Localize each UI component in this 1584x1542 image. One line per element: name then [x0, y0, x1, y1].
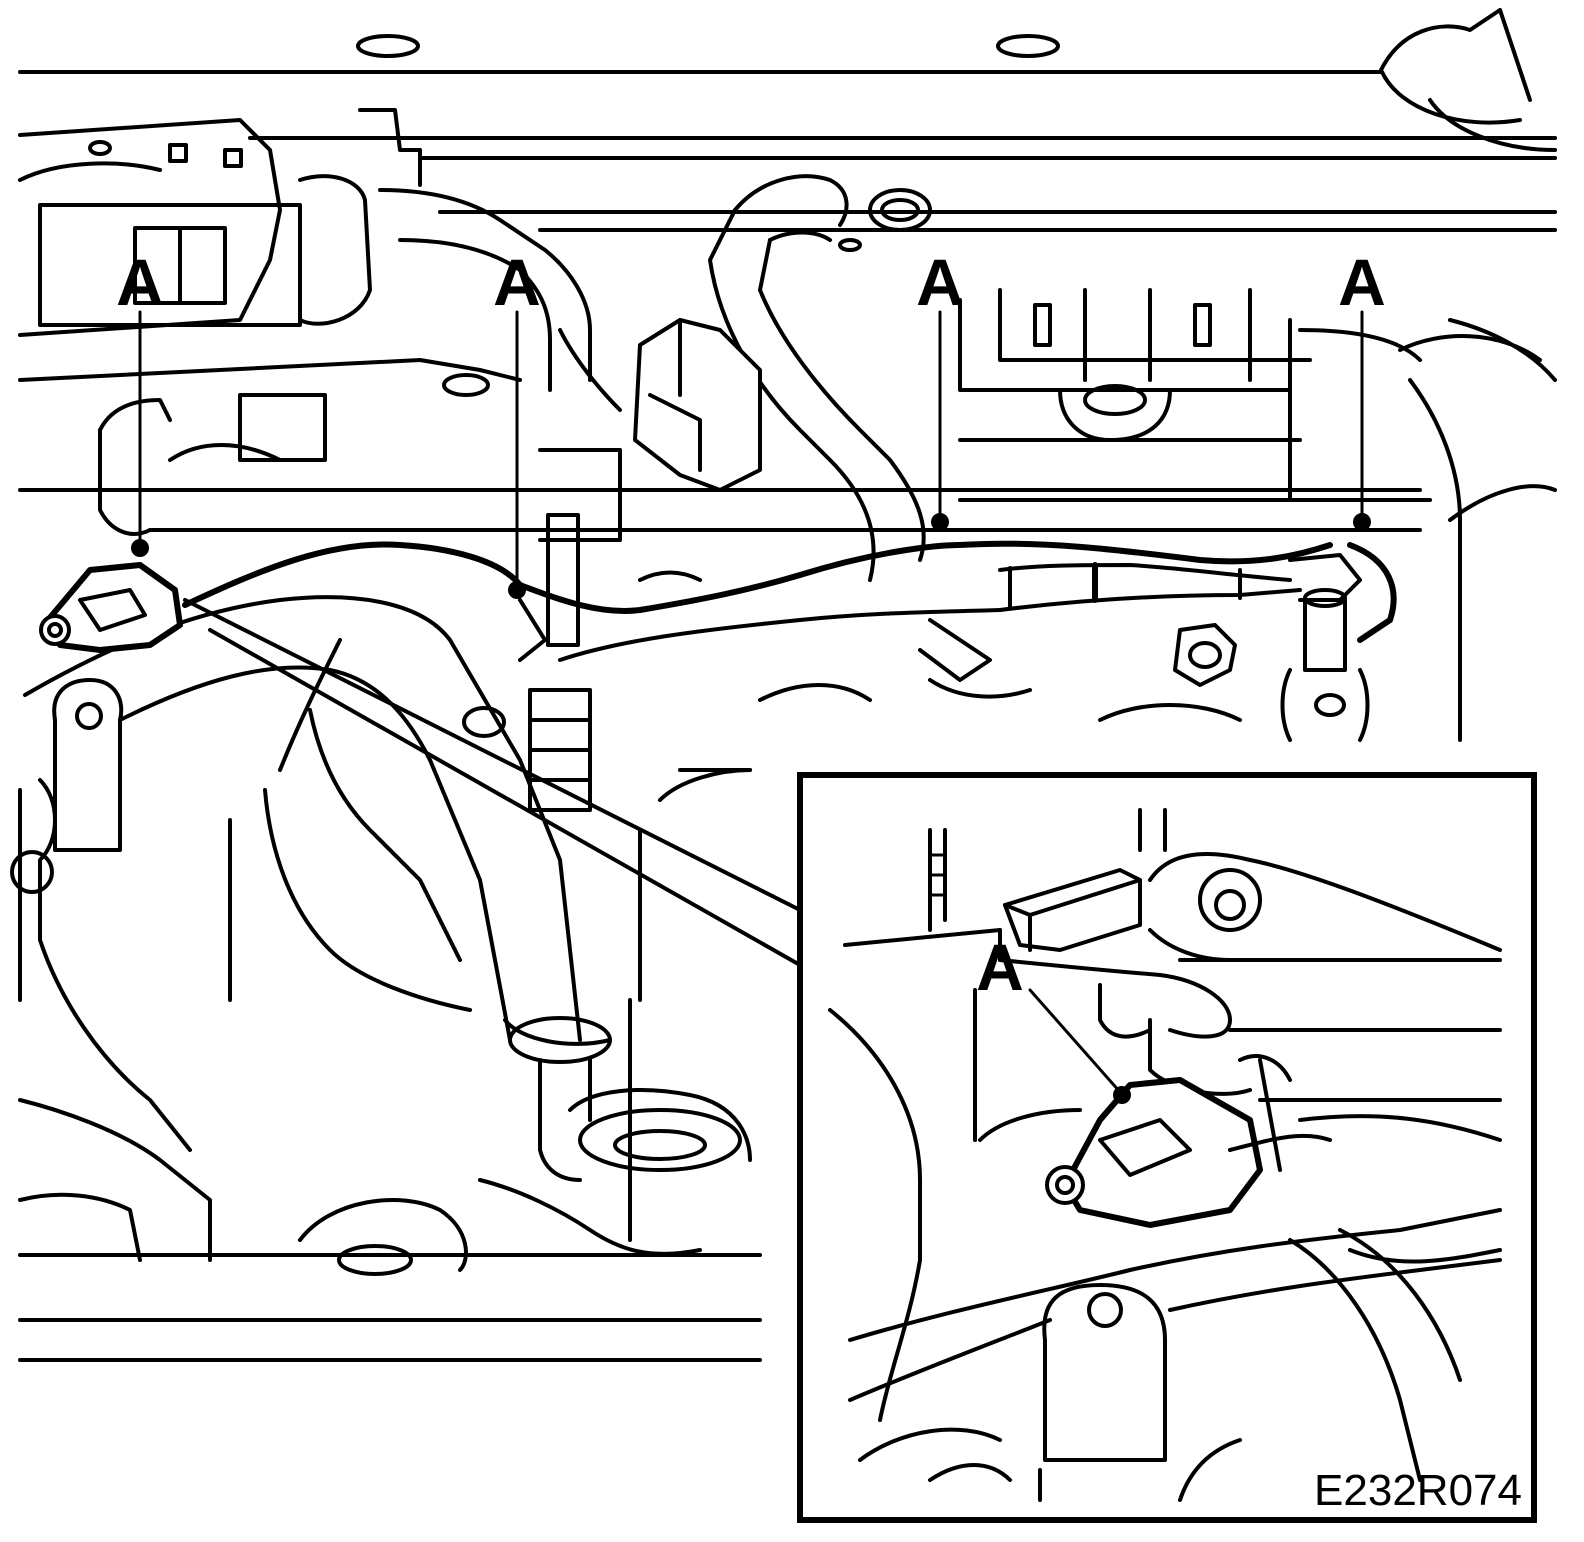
engine-main-view	[10, 8, 1557, 1362]
callout-a-1: A	[116, 245, 164, 557]
callout-label: A	[916, 245, 964, 319]
left-connector-cluster	[18, 108, 422, 337]
middle-connector	[633, 318, 762, 492]
cylinder-head	[958, 288, 1557, 742]
left-bracket	[10, 678, 212, 1262]
callout-a-4: A	[1338, 245, 1386, 531]
top-cover	[18, 8, 1557, 232]
upper-hoses	[378, 174, 932, 582]
callout-a-2: A	[493, 245, 541, 599]
inset-detail	[797, 772, 1537, 1523]
callout-a-inset: A	[976, 930, 1131, 1104]
wiring-harness	[182, 540, 1397, 682]
bottom-rails	[18, 1253, 762, 1362]
inset-pointer-lines	[183, 598, 802, 967]
lower-engine	[462, 570, 1370, 812]
callout-label: A	[493, 245, 541, 319]
callout-label: A	[116, 245, 164, 319]
callout-label: A	[976, 930, 1024, 1004]
figure-id: E232R074	[1314, 1466, 1522, 1515]
fuel-rail	[18, 358, 1422, 647]
callout-label: A	[1338, 245, 1386, 319]
callout-a-3: A	[916, 245, 964, 531]
connector-highlight-left	[39, 562, 183, 653]
lower-hoses	[18, 595, 752, 1276]
